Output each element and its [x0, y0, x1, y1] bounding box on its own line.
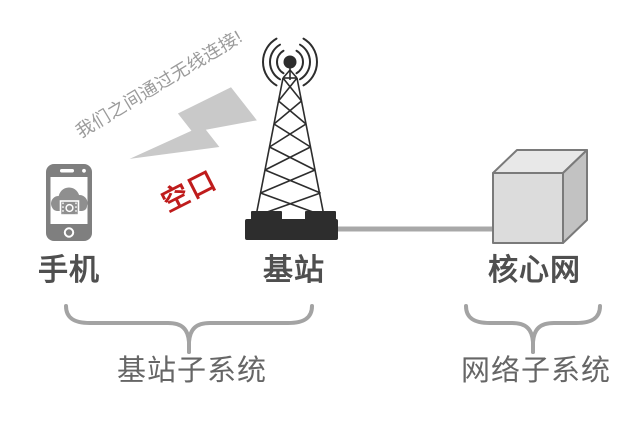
cloud-media-icon — [51, 187, 88, 216]
bss-group-label: 基站子系统 — [117, 355, 268, 387]
radio-tower-icon — [245, 37, 338, 240]
base-station-label: 基站 — [263, 254, 325, 287]
lightning-bolt-icon — [129, 87, 257, 159]
bss-brace — [64, 304, 314, 354]
phone-label: 手机 — [38, 254, 100, 287]
nss-group-label: 网络子系统 — [461, 355, 612, 387]
cube-icon — [492, 149, 588, 244]
smartphone-icon — [46, 164, 92, 241]
antenna-dot — [283, 55, 297, 69]
tower-base — [245, 211, 338, 240]
nss-brace — [464, 304, 602, 354]
core-network-label: 核心网 — [488, 254, 581, 287]
home-button — [63, 227, 75, 238]
signal-waves-icon — [262, 37, 318, 87]
